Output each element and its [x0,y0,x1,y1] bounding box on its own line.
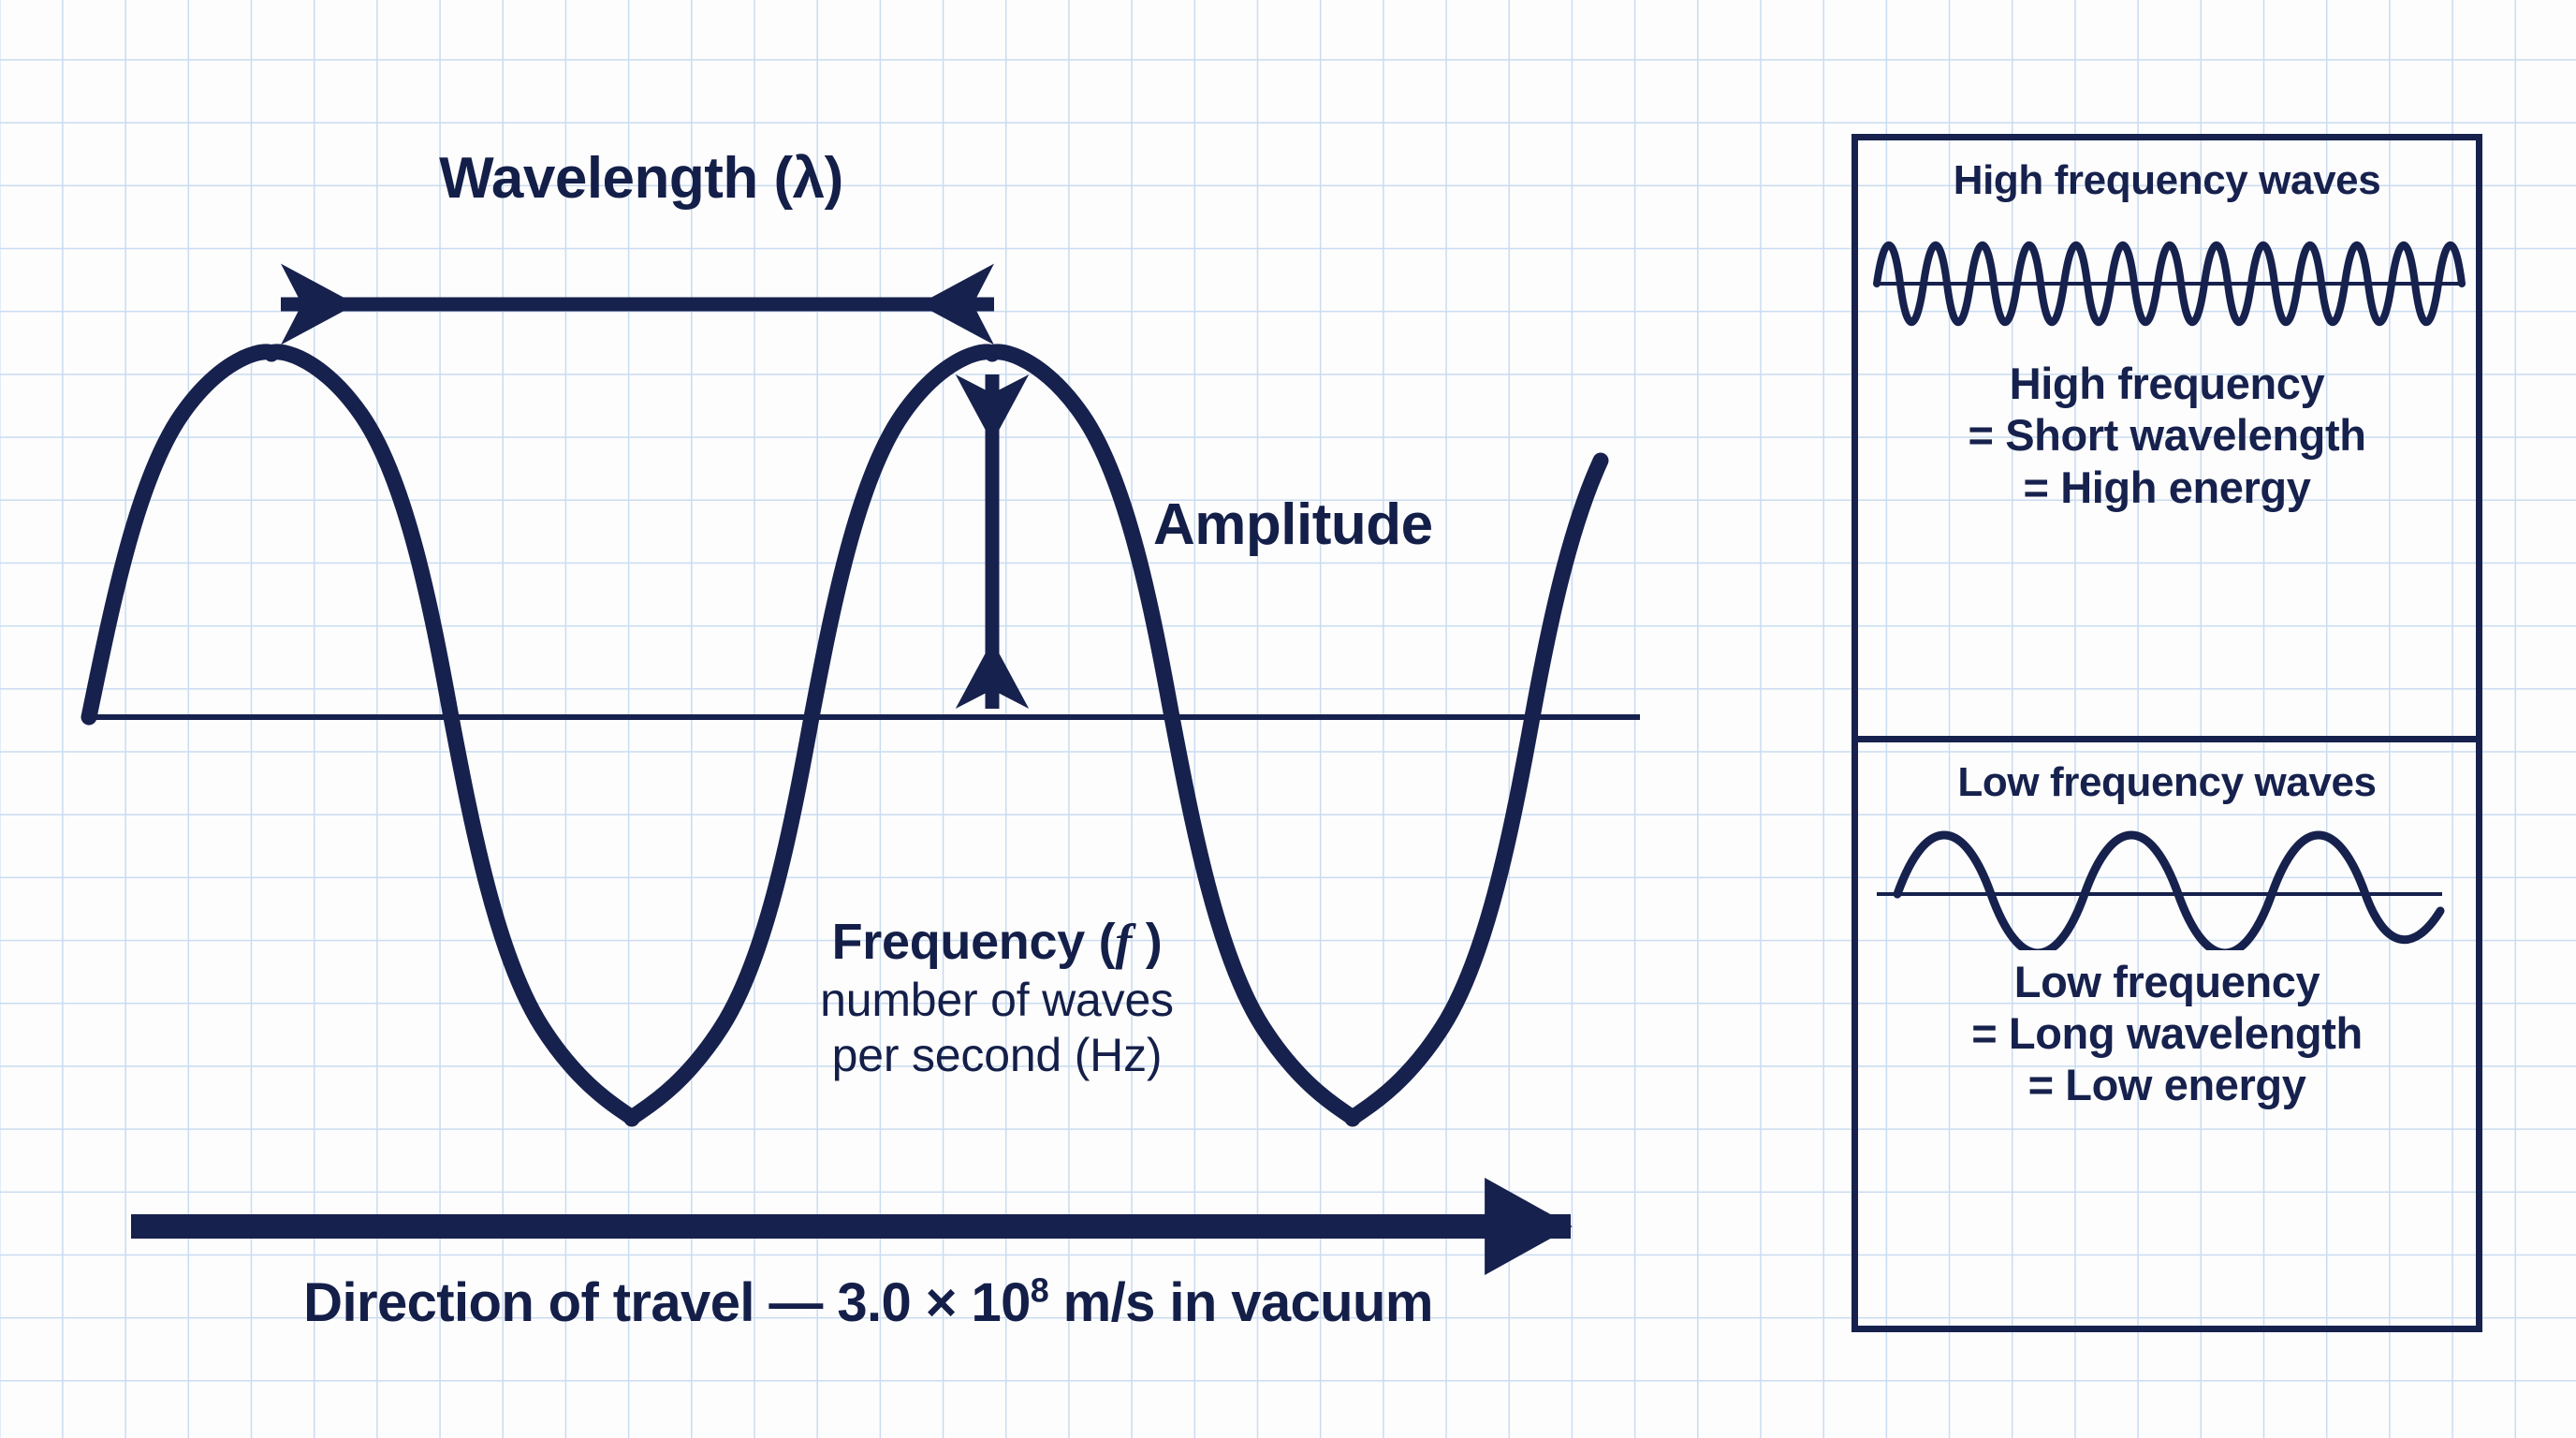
main-sine-wave [80,344,1609,1127]
high-frequency-box: High frequency waves High frequency = Sh… [1858,140,2476,736]
high-frequency-caption: High frequency = Short wavelength = High… [1858,358,2476,513]
high-frequency-heading: High frequency waves [1953,157,2381,203]
low-frequency-wave-graphic [1877,830,2445,950]
amplitude-label: Amplitude [1153,492,1433,557]
frequency-title: Frequency (f ) [580,913,1413,973]
frequency-annotation: Frequency (f ) number of waves per secon… [580,913,1413,1083]
direction-caption-prefix: Direction of travel — 3.0 × 10 [303,1272,1031,1333]
high-frequency-sine-path [1873,241,2466,327]
frequency-title-prefix: Frequency ( [831,914,1116,970]
low-frequency-heading: Low frequency waves [1957,758,2377,805]
low-frequency-caption-line-2: = Long wavelength [1971,1007,2363,1058]
low-frequency-caption-line-3: = Low energy [2027,1060,2306,1110]
low-frequency-sine-path [1893,830,2445,950]
low-frequency-caption: Low frequency = Long wavelength = Low en… [1858,956,2476,1111]
high-frequency-caption-line-3: = High energy [2023,462,2311,512]
frequency-comparison-panel: High frequency waves High frequency = Sh… [1852,134,2482,1332]
direction-of-travel-caption: Direction of travel — 3.0 × 108 m/s in v… [0,1271,1736,1334]
direction-caption-suffix: m/s in vacuum [1048,1272,1434,1333]
frequency-symbol: f [1115,914,1133,970]
frequency-description-line-1: number of waves [820,973,1174,1026]
frequency-description-line-2: per second (Hz) [831,1028,1163,1081]
high-frequency-caption-line-1: High frequency [2009,359,2325,408]
high-frequency-caption-line-2: = Short wavelength [1968,410,2366,461]
wavelength-label: Wavelength (λ) [439,146,843,211]
low-frequency-box: Low frequency waves Low frequency = Long… [1858,735,2476,1326]
direction-caption-exponent: 8 [1030,1270,1049,1310]
high-frequency-wave-graphic [1873,241,2466,327]
frequency-title-suffix: ) [1132,914,1163,970]
low-frequency-caption-line-1: Low frequency [2013,956,2320,1006]
